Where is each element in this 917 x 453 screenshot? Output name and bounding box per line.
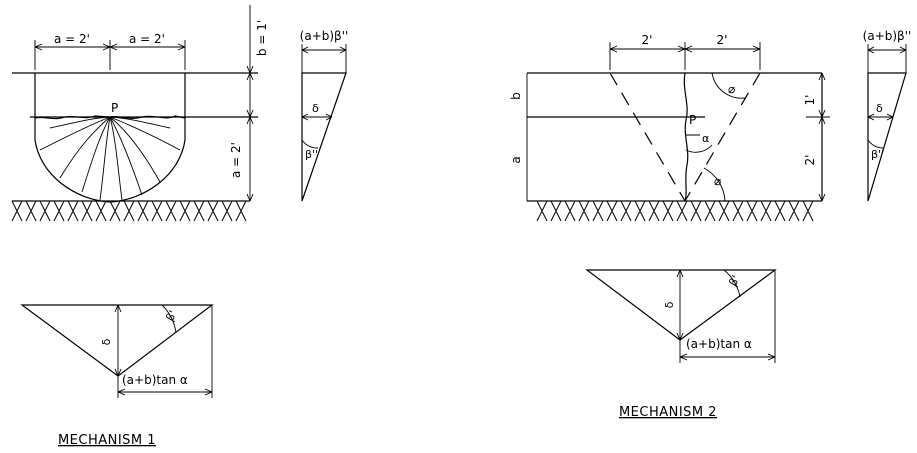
m2-phi-arc-bottom <box>703 167 726 202</box>
m2-velocity-triangle: δ β' (a+b)tan α <box>585 269 777 363</box>
m1-bottom-beta: β' <box>163 308 179 323</box>
m2-delta-label: δ <box>876 102 883 115</box>
m2-bottom-tan: (a+b)tan α <box>686 337 752 351</box>
m2-dashed-plane-right <box>684 72 761 202</box>
m2-phi-top: ⌀ <box>728 82 735 96</box>
m1-bottom-tan: (a+b)tan α <box>122 373 188 387</box>
m2-base-hatch <box>536 200 814 222</box>
m2-diagram-top-label: (a+b)β'' <box>863 29 912 43</box>
m2-bottom-beta: β' <box>726 273 742 288</box>
mechanism-1: a = 2' a = 2' P <box>11 5 349 448</box>
m1-base-hatch <box>11 200 247 222</box>
m2-label-b: b <box>509 92 523 100</box>
m2-phi-arc-top <box>711 72 746 99</box>
m1-beta-label: β'' <box>305 148 318 161</box>
m1-crack-fan <box>39 116 181 201</box>
m1-dim-a-vertical: a = 2' <box>229 142 243 178</box>
m2-dim-right: 2' <box>717 33 728 47</box>
m1-caption: MECHANISM 1 <box>58 433 156 448</box>
m1-top-dimension: a = 2' a = 2' <box>34 32 186 70</box>
m1-diagram-top-label: (a+b)β'' <box>300 29 349 43</box>
m1-dim-a-right: a = 2' <box>129 32 165 46</box>
m2-dashed-plane-left <box>609 72 686 202</box>
m1-bottom-delta: δ <box>100 338 113 345</box>
mechanism-2: 2' 2' b a P α ⌀ ⌀ <box>509 29 911 420</box>
m2-dim-left: 2' <box>642 33 653 47</box>
m2-displacement-diagram: (a+b)β'' δ β'' <box>863 29 912 202</box>
m2-phi-bottom: ⌀ <box>714 174 721 188</box>
m1-dim-b: b = 1' <box>255 20 269 56</box>
m2-beta-label: β'' <box>871 148 884 161</box>
m2-top-dimension: 2' 2' <box>609 33 761 70</box>
m2-left-dimension: b a <box>509 73 528 201</box>
m2-bottom-delta: δ <box>663 301 676 308</box>
m2-label-a: a <box>509 156 523 163</box>
m1-displacement-diagram: (a+b)β'' δ β'' <box>300 29 349 202</box>
m2-dim-2: 2' <box>803 155 817 166</box>
m2-crack-line <box>683 72 689 202</box>
m2-right-dimension: 1' 2' <box>803 72 830 202</box>
m1-delta-label: δ <box>312 102 319 115</box>
m2-dim-1: 1' <box>803 95 817 106</box>
m1-velocity-triangle: δ β' (a+b)tan α <box>20 304 214 398</box>
m2-alpha-label: α <box>702 132 709 145</box>
m1-vertical-dimension: b = 1' a = 2' <box>229 5 269 202</box>
m2-caption: MECHANISM 2 <box>619 405 717 420</box>
m2-point-label: P <box>689 113 696 127</box>
m1-point-label: P <box>111 101 118 115</box>
m1-dim-a-left: a = 2' <box>54 32 90 46</box>
m1-failure-arc <box>34 73 186 203</box>
